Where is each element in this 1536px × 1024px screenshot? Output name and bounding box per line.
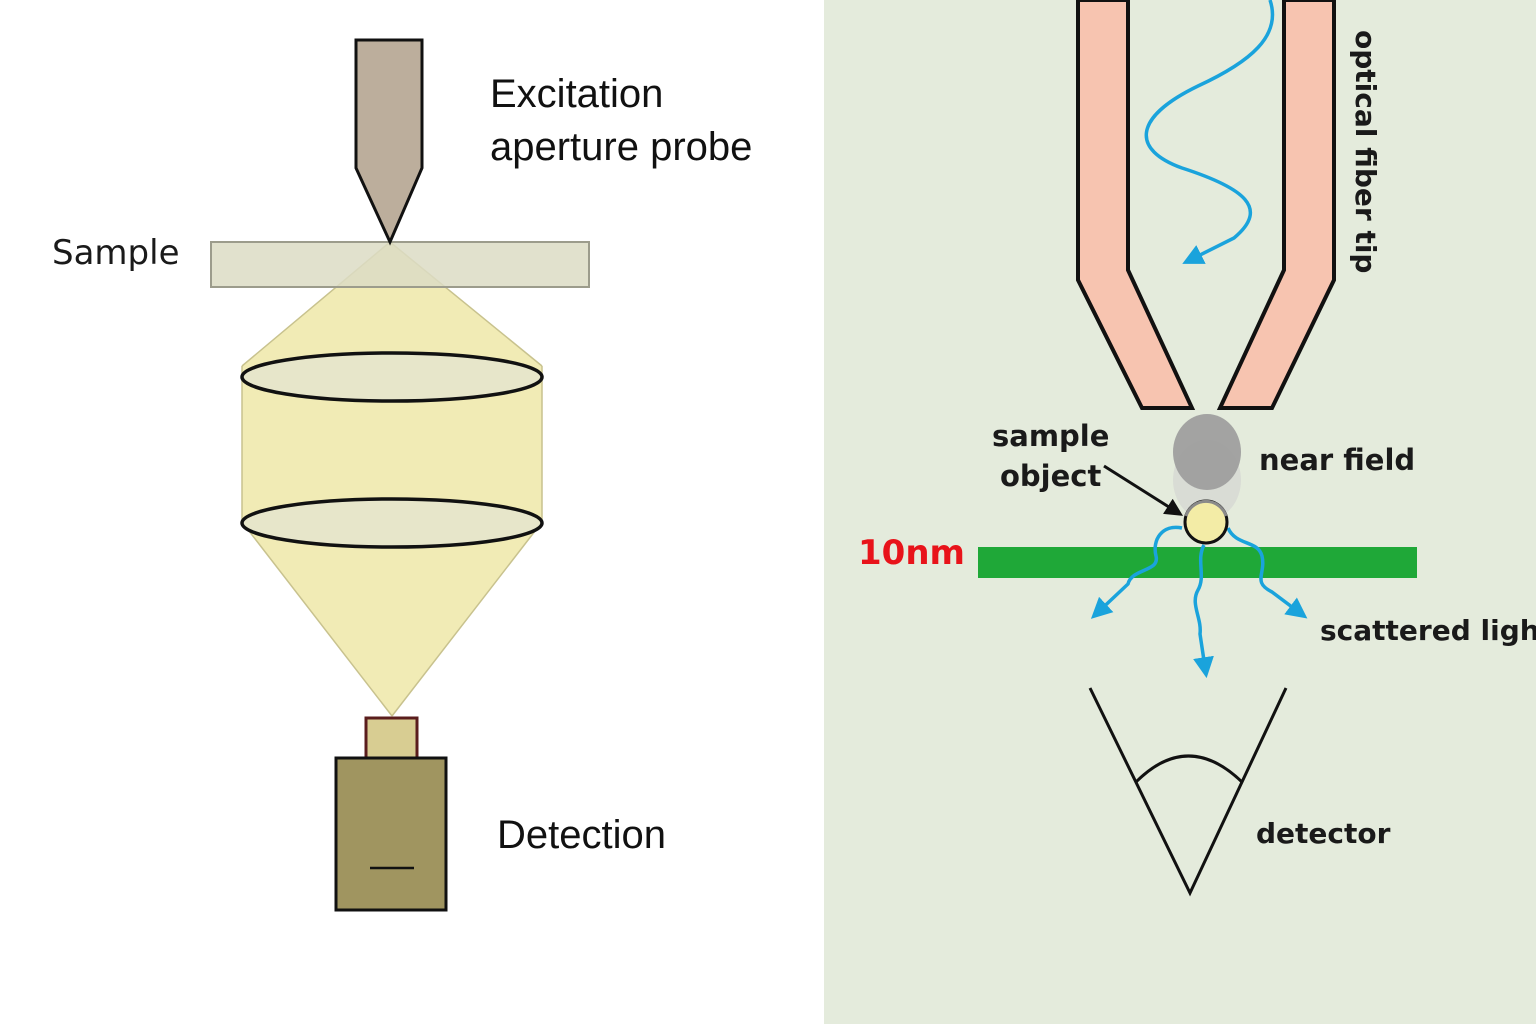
detector-cone: [1088, 687, 1288, 897]
sample-object-pointer: [1103, 464, 1184, 516]
sample-object-label-line2: object: [1000, 459, 1101, 493]
near-field-label: near field: [1259, 443, 1415, 477]
light-cone-upper: [242, 242, 542, 366]
probe-label-line2: aperture probe: [490, 125, 752, 169]
lens-upper: [240, 351, 544, 403]
scale-label: 10nm: [858, 533, 965, 573]
fiber-label: optical fiber tip: [1349, 30, 1382, 273]
detector-arc: [1134, 754, 1244, 784]
scattered-ray-center: [1193, 544, 1214, 679]
lens-lower: [240, 497, 544, 549]
light-edge: [391, 521, 543, 717]
light-edge: [241, 521, 393, 717]
sample-slab: [210, 241, 590, 288]
detector-body: [334, 756, 448, 912]
scattered-ray-left: [1090, 525, 1183, 619]
fiber-wall-left: [1076, 0, 1196, 410]
near-field-blob: [1173, 414, 1241, 490]
scattered-ray-right: [1226, 527, 1308, 619]
substrate-layer: [978, 547, 1417, 578]
sample-object-label-line1: sample: [992, 419, 1109, 453]
detector-label: detector: [1256, 817, 1391, 850]
probe-label-line1: Excitation: [490, 72, 663, 116]
excitation-probe: [354, 38, 424, 246]
scattered-light-label: scattered light: [1320, 614, 1536, 647]
detection-label: Detection: [497, 813, 666, 857]
light-cone-lower: [242, 522, 542, 716]
sample-object-rim: [1184, 499, 1228, 517]
fiber-wall-right: [1216, 0, 1336, 410]
sample-label: Sample: [52, 233, 179, 273]
detector-window: [364, 716, 419, 760]
fiber-light-wave: [1144, 0, 1275, 264]
